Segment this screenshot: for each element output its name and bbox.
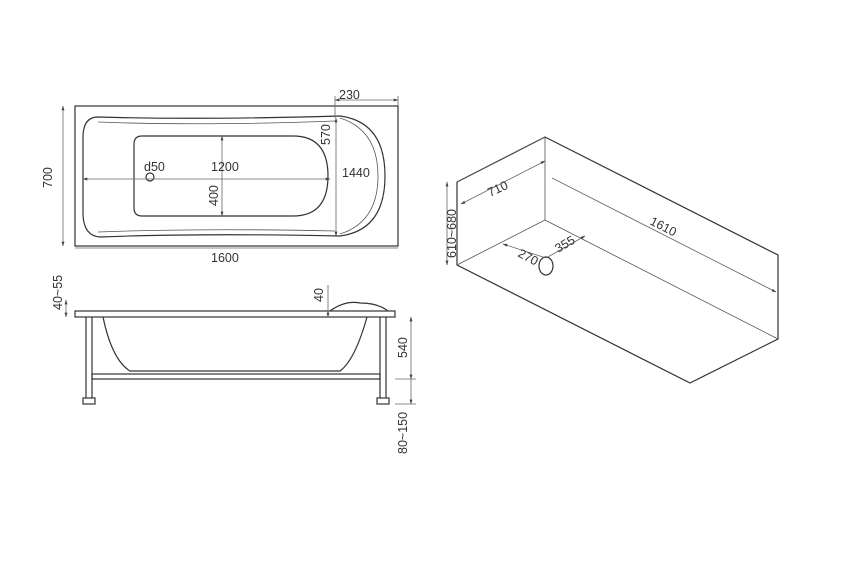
- drain-hole-icon: [538, 256, 554, 276]
- leg-foot-icon: [82, 397, 96, 405]
- dim-400: 400: [207, 185, 221, 206]
- dim-depth: 540: [396, 337, 410, 358]
- iso-box-outline: [456, 136, 779, 384]
- dim-1200: 1200: [211, 160, 239, 174]
- dim-1600: 1600: [211, 251, 239, 265]
- bowl-outline: [82, 115, 386, 238]
- bowl-side: [102, 316, 368, 372]
- drain-label: d50: [144, 160, 165, 174]
- floor-outline: [133, 135, 329, 217]
- headrest-side: [329, 301, 389, 312]
- dim-710: 710: [485, 178, 510, 200]
- dim-230: 230: [339, 88, 360, 102]
- dim-rim: 40~55: [51, 275, 65, 310]
- dim-700: 700: [41, 167, 55, 188]
- dim-270: 270: [516, 246, 541, 268]
- dim-headrest: 40: [312, 288, 326, 302]
- dim-1440: 1440: [342, 166, 370, 180]
- dim-1610: 1610: [648, 214, 679, 239]
- dim-height: 610~680: [445, 209, 459, 258]
- rim-side: [74, 310, 396, 318]
- dim-legs: 80~150: [396, 412, 410, 454]
- side-view: 40~55 40 540 80~150: [51, 275, 416, 454]
- iso-view: 710 1610 610~680 270 355: [445, 136, 779, 384]
- plan-view: 230 700 570 d50 1200 1440 400 1600: [41, 88, 399, 265]
- dim-570: 570: [319, 124, 333, 145]
- drain-icon: [145, 172, 155, 182]
- leg-foot-icon: [376, 397, 390, 405]
- tub-outline-plan: [74, 105, 399, 247]
